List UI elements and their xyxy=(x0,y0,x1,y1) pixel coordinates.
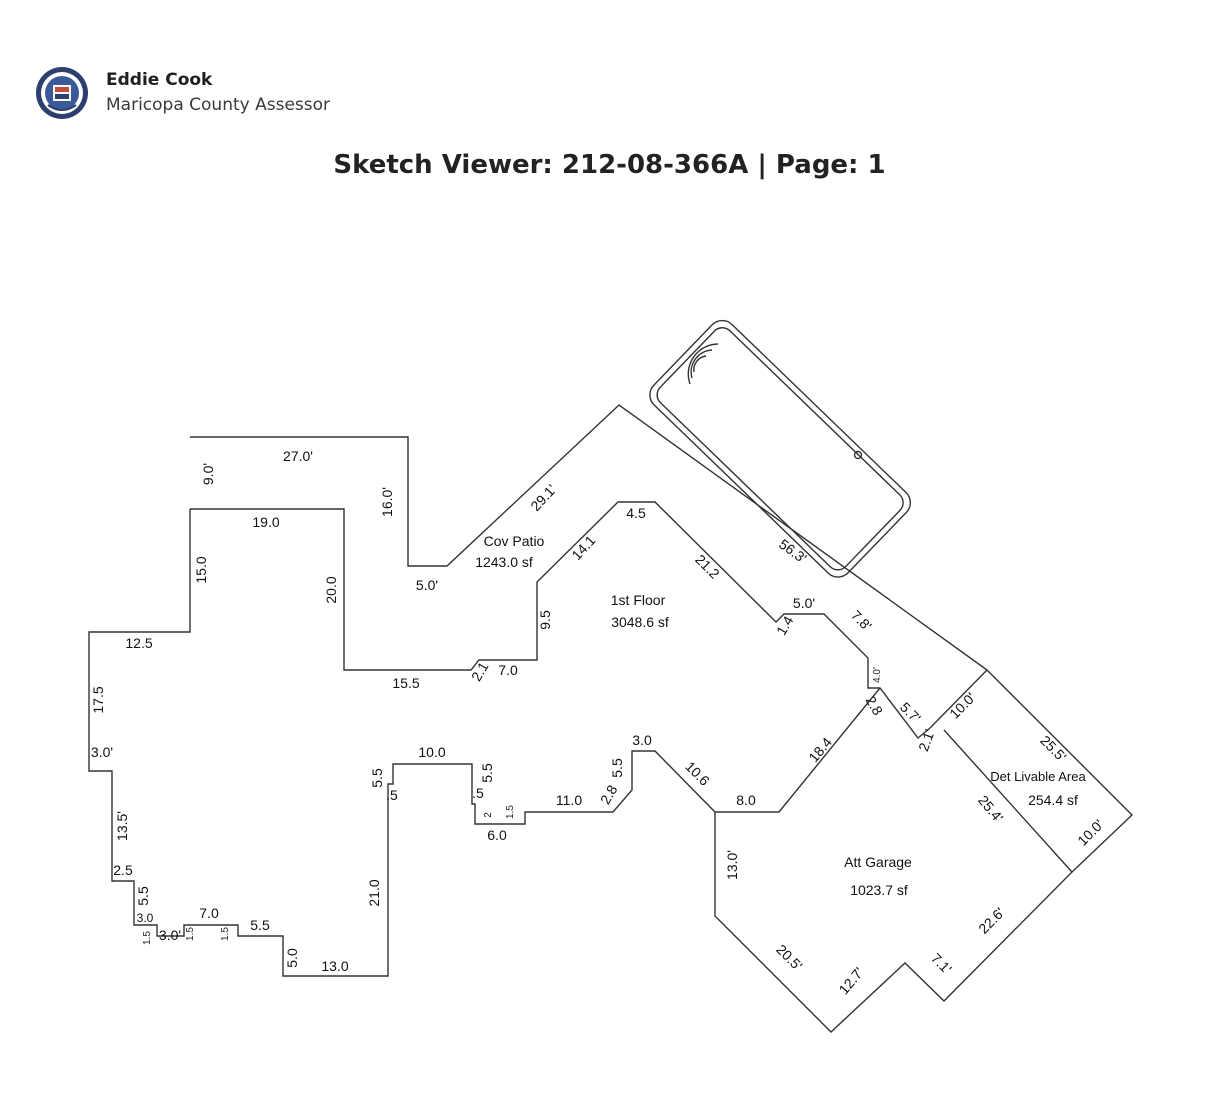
first-floor-outline xyxy=(190,501,931,740)
dim-label: 5.5 xyxy=(369,768,385,788)
pool-outline xyxy=(649,319,912,578)
dim-label: 17.5 xyxy=(90,686,106,713)
dim-label: 4.5 xyxy=(626,505,646,521)
dim-label: 22.6' xyxy=(975,904,1007,936)
dim-label: 10.0 xyxy=(418,744,445,760)
assessor-text: Eddie Cook Maricopa County Assessor xyxy=(106,68,330,118)
dim-label: 10.0' xyxy=(946,689,978,721)
dim-label: 2 xyxy=(483,812,494,818)
dim-label: 19.0 xyxy=(252,514,279,530)
dim-label: .5 xyxy=(386,787,398,803)
dim-label: 5.0 xyxy=(284,948,300,968)
dim-label: 13.5' xyxy=(114,811,130,841)
dim-label: 5.5 xyxy=(135,886,151,906)
county-seal-icon xyxy=(36,67,88,119)
pool-drain xyxy=(853,450,863,460)
dim-label: 2.5 xyxy=(113,862,133,878)
dim-label: .5 xyxy=(472,785,484,801)
dim-label: 20.0 xyxy=(323,576,339,603)
att-garage-size: 1023.7 sf xyxy=(850,882,908,898)
office-name: Maricopa County Assessor xyxy=(106,95,331,115)
dim-label: 1.5 xyxy=(142,931,153,945)
dim-label: 1.4 xyxy=(773,613,797,638)
dimension-labels: 27.0' 9.0' 16.0' 5.0' 29.1' 56.3' 19.0 1… xyxy=(90,448,1107,997)
dim-label: 12.7' xyxy=(835,964,866,997)
dim-label: 4.0' xyxy=(872,667,883,683)
dim-label: 1.5 xyxy=(220,927,231,941)
pool-inner-outline xyxy=(656,327,904,571)
det-livable-outline xyxy=(929,669,1134,873)
dim-label: 9.0' xyxy=(200,463,216,485)
dim-label: 9.5 xyxy=(537,610,553,630)
dim-label: 16.0' xyxy=(379,487,395,517)
dim-label: 2.8 xyxy=(597,782,621,807)
cov-patio-outline xyxy=(190,404,988,671)
page-title: Sketch Viewer: 212-08-366A | Page: 1 xyxy=(333,150,886,180)
dim-label: 21.2 xyxy=(692,551,723,582)
dim-label: 8.0 xyxy=(736,792,756,808)
assessor-header: Eddie Cook Maricopa County Assessor xyxy=(34,64,330,122)
first-floor-lower-outline xyxy=(88,509,881,977)
det-livable-name: Det Livable Area xyxy=(990,769,1086,784)
dim-label: 5.7' xyxy=(897,699,924,726)
dim-label: 20.5' xyxy=(773,941,805,973)
dim-label: 12.5 xyxy=(125,635,152,651)
dim-label: 13.0 xyxy=(321,958,348,974)
dim-label: 6.0 xyxy=(487,827,507,843)
pool-steps xyxy=(687,343,719,385)
det-livable-size: 254.4 sf xyxy=(1028,792,1078,808)
att-garage-name: Att Garage xyxy=(844,854,912,870)
dim-label: 5.5 xyxy=(609,758,625,778)
dim-label: 25.4' xyxy=(975,792,1006,825)
cov-patio-name: Cov Patio xyxy=(484,533,545,549)
dim-label: 15.5 xyxy=(392,675,419,691)
dim-label: 25.5' xyxy=(1037,732,1069,764)
dim-label: 13.0' xyxy=(724,850,740,880)
dim-label: 2.8 xyxy=(863,693,887,718)
dim-label: 56.3' xyxy=(776,536,810,567)
first-floor-name: 1st Floor xyxy=(611,592,666,608)
dim-label: 15.0 xyxy=(193,556,209,583)
dim-label: 7.1' xyxy=(928,950,955,977)
dim-label: 18.4 xyxy=(805,734,835,765)
dim-label: 1.5 xyxy=(185,927,196,941)
dim-label: 3.0' xyxy=(159,927,181,943)
dim-label: 14.1 xyxy=(568,532,598,563)
first-floor-size: 3048.6 sf xyxy=(611,614,669,630)
dim-label: 1.5 xyxy=(505,805,516,819)
dim-label: 21.0 xyxy=(366,879,382,906)
dim-label: 3.0 xyxy=(632,732,652,748)
dim-label: 7.0 xyxy=(498,662,518,678)
dim-label: 2.1' xyxy=(915,727,938,753)
dim-label: 3.0' xyxy=(91,744,113,760)
dim-label: 5.5 xyxy=(250,917,270,933)
dim-label: 7.8' xyxy=(848,607,875,634)
dim-label: 2.1 xyxy=(468,659,492,684)
dim-label: 7.0 xyxy=(199,905,219,921)
cov-patio-size: 1243.0 sf xyxy=(475,554,533,570)
owner-name: Eddie Cook xyxy=(106,70,213,90)
dim-label: 27.0' xyxy=(283,448,313,464)
dim-label: 11.0 xyxy=(556,792,582,808)
dim-label: 5.0' xyxy=(416,577,438,593)
dim-label: 5.0' xyxy=(793,595,815,611)
dim-label: 3.0 xyxy=(137,911,154,925)
dim-label: 5.5 xyxy=(479,763,495,783)
